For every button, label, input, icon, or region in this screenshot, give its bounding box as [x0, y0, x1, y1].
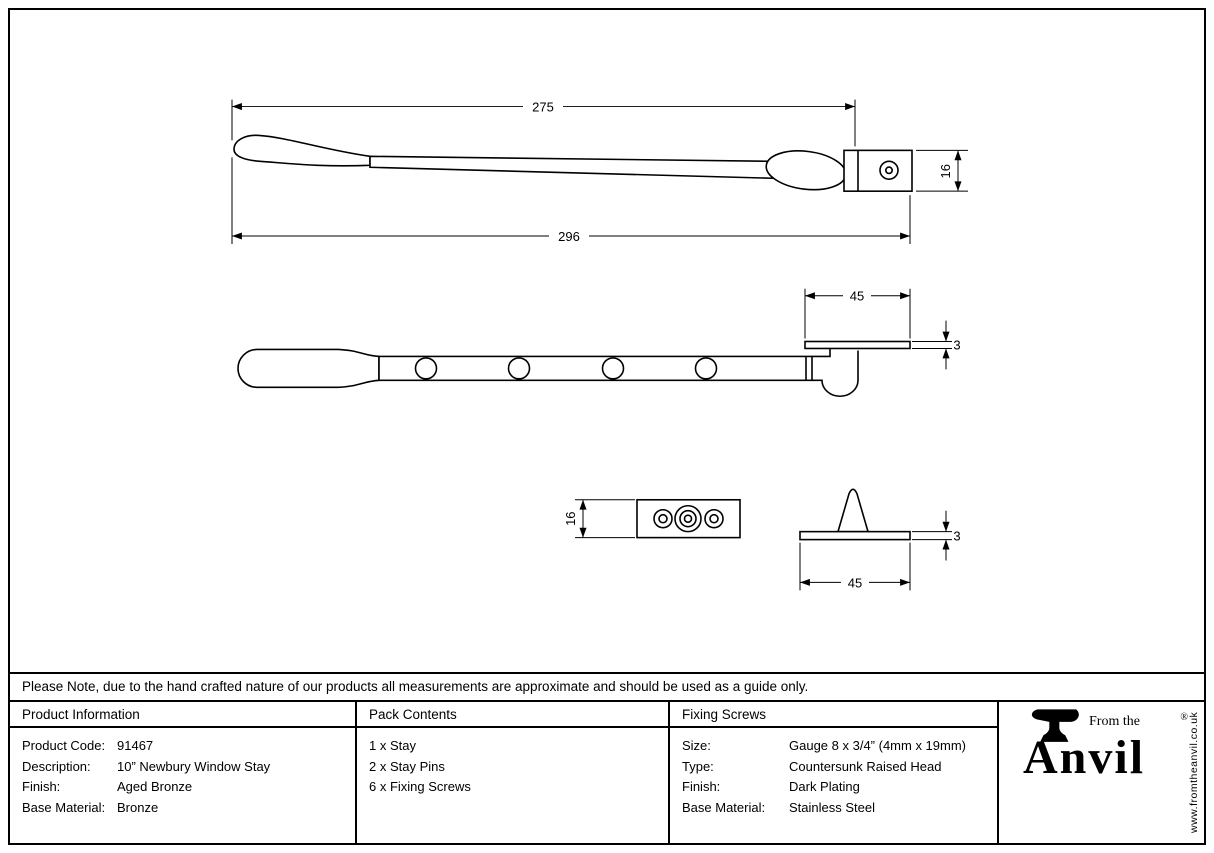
dim-45-plate-label: 45	[850, 289, 864, 304]
anvil-icon	[1031, 709, 1079, 742]
stay-plan-view: 45 3	[237, 287, 961, 398]
stay-pin-side-view: 3 45	[799, 488, 961, 590]
description-row: Description: 10” Newbury Window Stay	[22, 757, 343, 778]
spec-value: Stainless Steel	[789, 799, 875, 815]
pack-item: 6 x Fixing Screws	[369, 779, 471, 795]
spec-value: Gauge 8 x 3/4” (4mm x 19mm)	[789, 738, 966, 753]
brand-website: www.fromtheanvil.co.uk	[1188, 711, 1200, 834]
spec-label: Base Material:	[682, 799, 766, 815]
spec-label: Size:	[682, 738, 711, 753]
fixing-screws-body: Size: Gauge 8 x 3/4” (4mm x 19mm) Type: …	[670, 728, 997, 818]
technical-drawing-area: 275 296 16	[10, 10, 1204, 672]
spec-value: 10” Newbury Window Stay	[117, 758, 271, 774]
spec-value: Bronze	[117, 799, 159, 815]
dim-275-label: 275	[532, 100, 554, 115]
pin-plate-face-view: 16	[563, 498, 741, 539]
pack-item: 2 x Stay Pins	[369, 758, 445, 774]
screw-base-material-row: Base Material: Stainless Steel	[682, 798, 985, 819]
registered-mark-icon: ®	[1180, 712, 1188, 723]
dim-3-plate-label: 3	[953, 337, 960, 352]
dim-16-side-label: 16	[938, 164, 953, 178]
product-information-column: Product Information Product Code: 91467 …	[10, 702, 357, 843]
spec-label: Finish:	[22, 779, 61, 795]
disclaimer-note: Please Note, due to the hand crafted nat…	[10, 672, 1204, 702]
pack-contents-column: Pack Contents 1 x Stay 2 x Stay Pins 6 x…	[357, 702, 670, 843]
fixing-screws-column: Fixing Screws Size: Gauge 8 x 3/4” (4mm …	[670, 702, 999, 843]
fixing-screws-header: Fixing Screws	[670, 702, 997, 728]
spec-table: Product Information Product Code: 91467 …	[10, 702, 1204, 843]
pack-contents-header: Pack Contents	[357, 702, 668, 728]
stay-side-view: 275 296 16	[231, 98, 968, 244]
spec-label: Description:	[22, 758, 91, 774]
spec-value: Aged Bronze	[117, 779, 193, 795]
technical-drawing-svg: 275 296 16	[231, 98, 968, 590]
brand-name: Anvil	[1023, 731, 1146, 784]
finish-row: Finish: Aged Bronze	[22, 777, 343, 798]
product-information-header: Product Information	[10, 702, 355, 728]
product-information-body: Product Code: 91467 Description: 10” New…	[10, 728, 355, 818]
pack-item: 1 x Stay	[369, 738, 416, 753]
pack-contents-body: 1 x Stay 2 x Stay Pins 6 x Fixing Screws	[357, 728, 668, 798]
spec-label: Product Code:	[22, 738, 106, 753]
dim-16-plate-label: 16	[563, 511, 578, 525]
spec-value: 91467	[117, 738, 154, 753]
dim-3-pin-label: 3	[953, 529, 960, 544]
base-material-row: Base Material: Bronze	[22, 798, 343, 819]
brand-tagline: From the	[1089, 714, 1140, 729]
spec-label: Base Material:	[22, 799, 106, 815]
screw-size-row: Size: Gauge 8 x 3/4” (4mm x 19mm)	[682, 736, 985, 757]
product-code-row: Product Code: 91467	[22, 736, 343, 757]
spec-label: Finish:	[682, 779, 721, 795]
screw-type-row: Type: Countersunk Raised Head	[682, 757, 985, 778]
brand-cell: From the ® Anvil www.fromtheanvil.co.uk	[999, 702, 1204, 843]
dim-45-pin-label: 45	[848, 575, 862, 590]
screw-finish-row: Finish: Dark Plating	[682, 777, 985, 798]
datasheet-frame: 275 296 16	[8, 8, 1206, 845]
dim-296-label: 296	[558, 229, 580, 244]
spec-value: Dark Plating	[789, 779, 860, 795]
spec-value: Countersunk Raised Head	[789, 758, 942, 774]
spec-label: Type:	[682, 758, 714, 774]
